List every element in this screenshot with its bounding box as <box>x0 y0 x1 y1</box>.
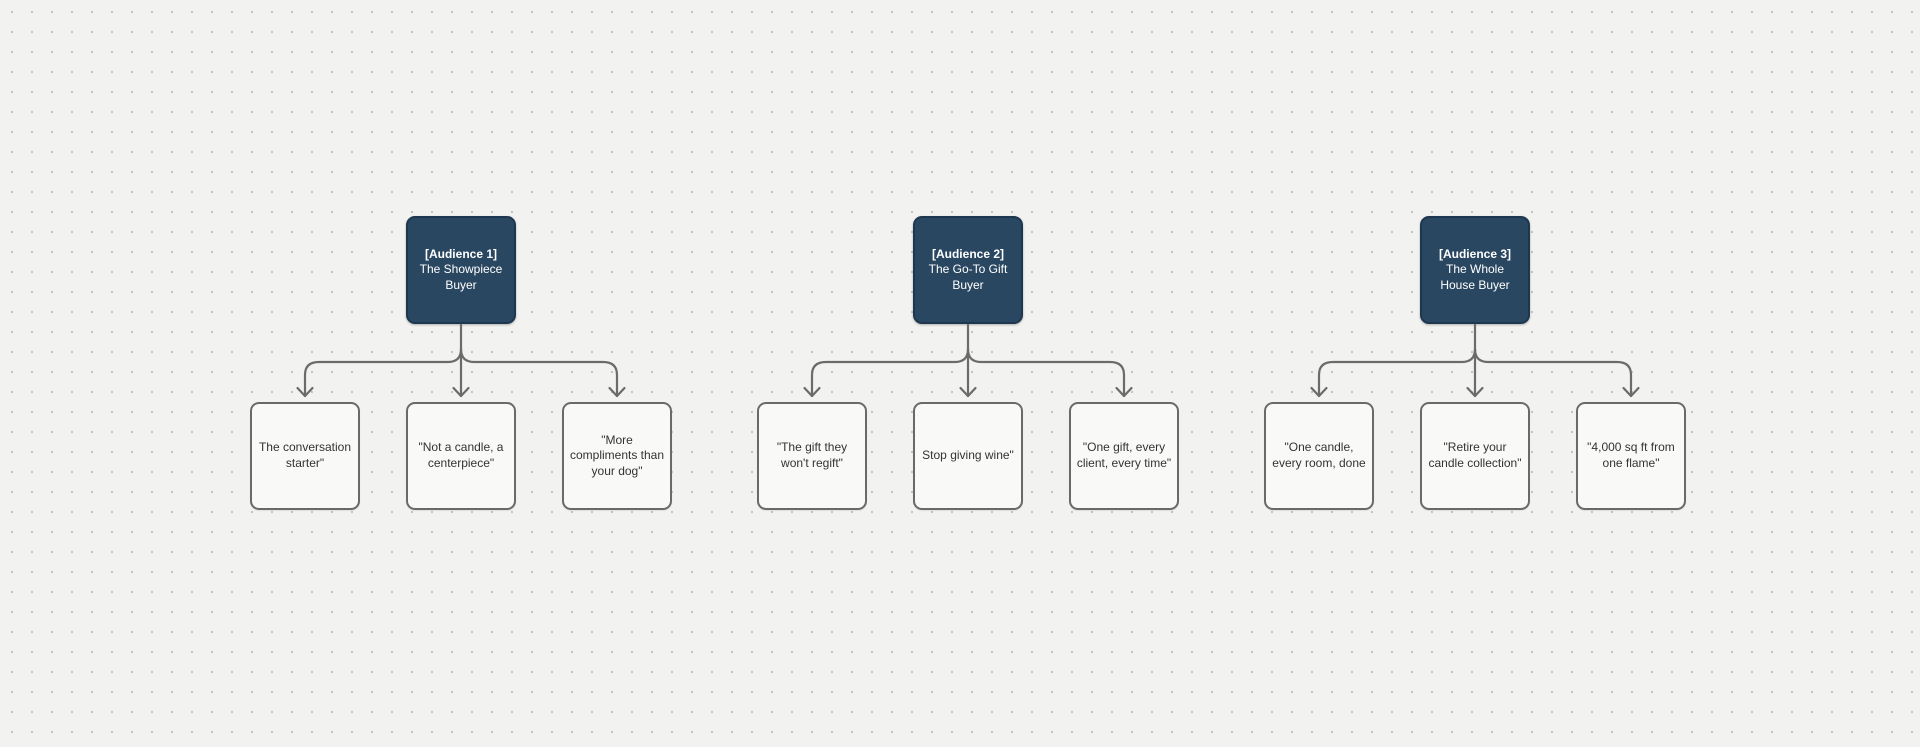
hook-text: "Not a candle, a centerpiece" <box>418 440 504 470</box>
branch-right-line <box>459 347 619 398</box>
hook-node[interactable]: "Retire your candle collection" <box>1420 402 1530 510</box>
hook-text: "One candle, every room, done <box>1272 440 1366 470</box>
arrowhead-down-icon <box>959 386 977 398</box>
connector-audience-2[interactable] <box>798 322 1138 402</box>
branch-right-line <box>966 347 1126 398</box>
hook-node[interactable]: "One gift, every client, every time" <box>1069 402 1179 510</box>
hook-text: "Retire your candle collection" <box>1428 440 1522 470</box>
hook-node[interactable]: Stop giving wine" <box>913 402 1023 510</box>
audience-1-tag: [Audience 1] <box>424 246 497 261</box>
audience-1-title: The Showpiece Buyer <box>419 262 503 292</box>
audience-2-title: The Go-To Gift Buyer <box>928 262 1008 292</box>
branch-left-line <box>1317 347 1477 398</box>
connector-audience-3[interactable] <box>1305 322 1645 402</box>
branch-right-line <box>1473 347 1633 398</box>
hook-node[interactable]: "More compliments than your dog" <box>562 402 672 510</box>
audience-3-title: The Whole House Buyer <box>1440 262 1510 292</box>
audience-2-node[interactable]: [Audience 2] The Go-To Gift Buyer <box>913 216 1023 324</box>
hook-text: The conversation starter" <box>258 440 352 470</box>
branch-left-line <box>303 347 463 398</box>
hook-node[interactable]: The conversation starter" <box>250 402 360 510</box>
arrowhead-down-icon <box>296 386 314 398</box>
hook-text: "4,000 sq ft from one flame" <box>1587 440 1675 470</box>
hook-node[interactable]: "The gift they won't regift" <box>757 402 867 510</box>
hook-node[interactable]: "4,000 sq ft from one flame" <box>1576 402 1686 510</box>
audience-1-node[interactable]: [Audience 1] The Showpiece Buyer <box>406 216 516 324</box>
audience-3-node[interactable]: [Audience 3] The Whole House Buyer <box>1420 216 1530 324</box>
arrowhead-down-icon <box>1466 386 1484 398</box>
arrowhead-down-icon <box>803 386 821 398</box>
arrowhead-down-icon <box>1310 386 1328 398</box>
arrowhead-down-icon <box>452 386 470 398</box>
arrowhead-down-icon <box>1622 386 1640 398</box>
audience-3-tag: [Audience 3] <box>1438 246 1511 261</box>
arrowhead-down-icon <box>1115 386 1133 398</box>
connector-audience-1[interactable] <box>291 322 631 402</box>
hook-node[interactable]: "One candle, every room, done <box>1264 402 1374 510</box>
branch-left-line <box>810 347 970 398</box>
hook-text: Stop giving wine" <box>922 448 1014 463</box>
hook-node[interactable]: "Not a candle, a centerpiece" <box>406 402 516 510</box>
hook-text: "The gift they won't regift" <box>776 440 848 470</box>
arrowhead-down-icon <box>608 386 626 398</box>
hook-text: "One gift, every client, every time" <box>1076 440 1172 470</box>
hook-text: "More compliments than your dog" <box>569 432 665 478</box>
audience-2-tag: [Audience 2] <box>931 246 1004 261</box>
